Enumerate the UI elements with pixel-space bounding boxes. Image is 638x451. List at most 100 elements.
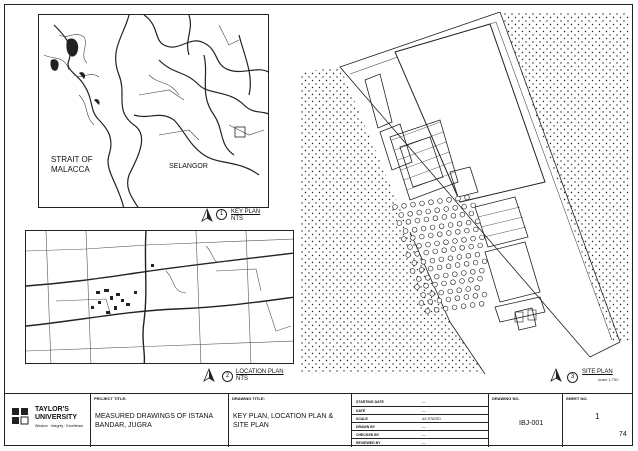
tree-symbol — [445, 296, 452, 303]
tree-symbol — [454, 295, 461, 301]
title-block: TAYLOR'S UNIVERSITY Wisdom · Integrity ·… — [4, 393, 633, 447]
tree-symbol — [445, 263, 452, 269]
info-row-label: REVIEWED BY — [356, 441, 381, 445]
tree-symbol — [437, 231, 443, 237]
tree-symbol — [461, 203, 467, 210]
key-plan-title: KEY PLAN — [231, 209, 261, 215]
tree-symbol — [470, 202, 476, 209]
university-logo-icon — [12, 408, 29, 425]
tree-symbol — [427, 265, 434, 272]
tree-symbol — [441, 214, 448, 220]
sheet-no-header: SHEET NO. — [566, 396, 588, 401]
info-row: STARTING DATE— — [352, 398, 489, 406]
key-plan-panel: STRAIT OF MALACCA SELANGOR — [38, 14, 269, 208]
tree-symbol — [441, 247, 447, 253]
project-title-header: PROJECT TITLE: — [94, 396, 127, 401]
tree-symbol — [470, 235, 476, 242]
info-row-value: — — [422, 433, 426, 437]
tree-symbol — [410, 235, 416, 241]
tree-symbol — [459, 211, 466, 218]
drawing-no-header: DRAWING NO. — [492, 396, 520, 401]
key-plan-map — [43, 15, 268, 207]
tree-symbol — [434, 207, 440, 213]
tree-symbol — [459, 278, 465, 284]
tree-symbol — [463, 261, 470, 267]
university-tagline: Wisdom · Integrity · Excellence — [35, 424, 84, 428]
strait-label: STRAIT OF MALACCA — [51, 155, 93, 175]
tree-symbol — [461, 270, 467, 276]
tree-symbol — [468, 277, 474, 283]
tree-symbol — [416, 209, 422, 216]
state-label: SELANGOR — [169, 163, 208, 170]
tree-symbol — [429, 257, 436, 264]
info-row: DRAWN BY— — [352, 422, 489, 431]
tree-symbol — [402, 228, 409, 234]
location-plan-panel — [25, 230, 294, 364]
tree-symbol — [425, 208, 431, 215]
tree-symbol — [405, 252, 411, 258]
drawing-no: IBJ-001 — [519, 420, 544, 427]
tree-symbol — [424, 308, 431, 314]
tree-symbol — [474, 285, 480, 291]
key-plan-number: 1 — [216, 209, 227, 220]
info-row-label: DATE — [356, 409, 366, 413]
tree-symbol — [420, 259, 427, 265]
strait-label-line1: STRAIT OF — [51, 155, 93, 164]
tree-symbol — [409, 268, 416, 274]
location-plan-scale: NTS — [236, 376, 248, 382]
tree-symbol — [423, 283, 429, 289]
tree-symbol — [454, 262, 461, 268]
tree-symbol — [419, 200, 425, 207]
info-row-value: — — [422, 441, 426, 445]
tree-symbol — [411, 227, 418, 233]
info-row: REVIEWED BY — — [352, 438, 489, 447]
tree-symbol — [465, 219, 472, 226]
tree-symbol — [414, 217, 421, 224]
tree-symbol — [446, 230, 452, 236]
tree-symbol — [438, 223, 445, 229]
sheet-no-cell: SHEET NO. 1 74 — [562, 394, 633, 447]
tree-symbol — [416, 243, 422, 249]
tree-symbol — [425, 241, 431, 248]
site-plan-title: SITE PLAN — [582, 369, 613, 375]
info-row-value: — — [422, 409, 426, 413]
tree-symbol — [425, 275, 431, 281]
location-plan-north-arrow — [203, 368, 215, 382]
info-row-value: — — [422, 400, 426, 404]
tree-symbol — [418, 300, 425, 306]
tree-symbol — [428, 232, 434, 239]
tree-symbol — [460, 303, 467, 309]
tree-symbol — [465, 253, 472, 259]
tree-symbol — [452, 205, 458, 211]
tree-symbol — [473, 226, 479, 233]
tree-symbol — [443, 272, 449, 279]
site-plan-north-arrow — [550, 368, 562, 382]
tree-symbol — [479, 234, 485, 241]
tree-symbol — [416, 276, 422, 282]
tree-symbol — [443, 206, 449, 212]
tree-symbol — [443, 239, 449, 245]
tree-symbol — [456, 221, 463, 227]
key-plan-scale: NTS — [231, 216, 243, 222]
project-title-cell: PROJECT TITLE: MEASURED DRAWINGS OF ISTA… — [90, 394, 228, 447]
location-plan-number: 2 — [222, 371, 233, 382]
tree-symbol — [414, 251, 420, 257]
university-name-line2: UNIVERSITY — [35, 414, 78, 421]
tree-symbol — [414, 284, 420, 290]
site-plan-number: 3 — [567, 372, 578, 383]
tree-symbol — [437, 198, 443, 204]
tree-symbol — [464, 194, 470, 201]
tree-symbol — [474, 251, 481, 258]
tree-symbol — [470, 269, 476, 275]
tree-symbol — [468, 243, 474, 250]
location-plan-title: LOCATION PLAN — [236, 369, 284, 375]
drawing-title: KEY PLAN, LOCATION PLAN & SITE PLAN — [233, 413, 334, 429]
tree-symbol — [441, 280, 447, 287]
tree-symbol — [398, 212, 404, 218]
logo-cell: TAYLOR'S UNIVERSITY Wisdom · Integrity ·… — [4, 394, 90, 447]
tree-symbol — [456, 287, 462, 293]
tree-symbol — [447, 288, 453, 295]
tree-symbol — [432, 281, 438, 288]
site-plan-drawing — [300, 12, 630, 375]
